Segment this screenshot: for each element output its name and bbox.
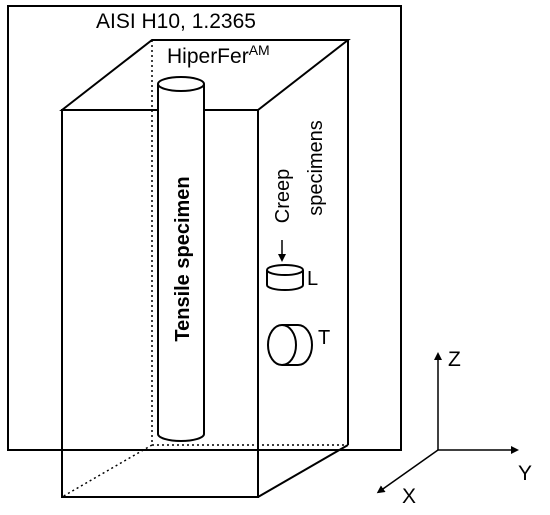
axis-z-label: Z [448,348,461,371]
axis-x-line [376,449,439,494]
axis-y-label: Y [518,462,532,485]
creep-label-line2: specimens [305,120,327,216]
material-label-2: HiperFerAM [167,42,270,68]
axis-x-label: X [402,485,416,508]
tensile-specimen-cylinder [157,76,205,442]
build-plate-frame [7,5,402,451]
orientation-l-label: L [307,268,318,290]
creep-label-line1: Creep [272,169,294,223]
orientation-t-label: T [318,327,330,349]
material-label-2-sup: AM [249,42,270,58]
material-label-1: AISI H10, 1.2365 [96,10,256,33]
creep-specimen-l [266,264,304,291]
block-hidden-edges [61,40,348,498]
coordinate-axes [376,352,519,494]
material-label-2-base: HiperFer [167,45,249,68]
tensile-specimen-label: Tensile specimen [172,176,194,341]
creep-specimen-t [267,324,313,366]
